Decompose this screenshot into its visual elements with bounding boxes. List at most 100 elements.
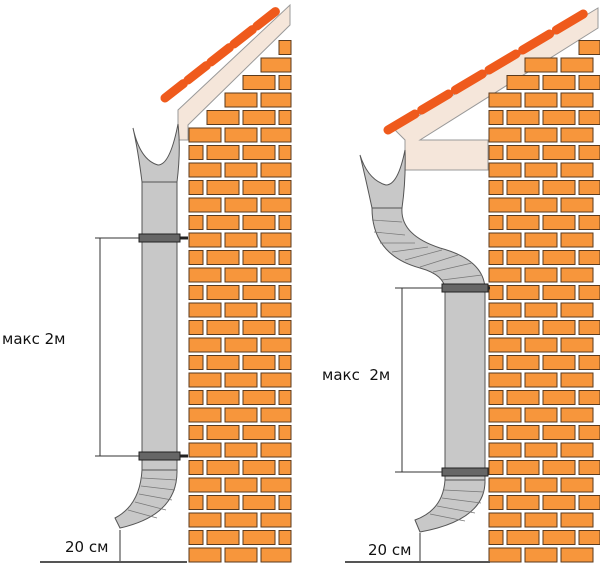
brick [242,320,276,335]
brick [188,127,222,143]
brick [224,127,258,143]
brick [224,442,258,458]
left-brick-wall [188,40,292,563]
roof-tile [383,109,420,135]
brick [506,250,540,265]
brick [578,145,600,160]
brick [524,232,558,248]
brick [542,390,576,405]
brick [524,92,558,108]
brick [206,215,240,230]
brick [242,460,276,475]
brick [488,232,522,248]
brick [542,320,576,335]
brick [188,530,204,545]
brick [506,180,540,195]
brick [524,127,558,143]
brick [560,57,594,73]
brick [188,215,204,230]
brick [278,180,292,195]
roof-tile [206,43,234,67]
brick [278,495,292,510]
brick [560,407,594,423]
brick [488,250,504,265]
brick [488,495,504,510]
brick [524,57,558,73]
brick [260,127,292,143]
roof-tile [484,49,521,75]
brick [542,425,576,440]
brick [260,372,292,388]
brick [560,197,594,213]
brick [542,180,576,195]
brick [560,512,594,528]
left-dimensions [40,237,187,563]
brick [488,267,522,283]
brick [506,390,540,405]
brick [206,425,240,440]
brick [206,495,240,510]
brick [488,425,504,440]
brick [278,390,292,405]
brick [506,530,540,545]
brick [188,232,222,248]
brick [188,442,222,458]
roof-tile [518,29,555,55]
brick [188,267,222,283]
brick [560,547,594,563]
brick [188,512,222,528]
brick [188,372,222,388]
brick [206,145,240,160]
brick [224,267,258,283]
brick [578,390,600,405]
brick [206,530,240,545]
brick [578,320,600,335]
brick [206,250,240,265]
brick [578,355,600,370]
brick [488,355,504,370]
brick [278,425,292,440]
brick [560,232,594,248]
brick [542,355,576,370]
brick [488,477,522,493]
brick [206,110,240,125]
brick [206,180,240,195]
brick [524,197,558,213]
right-downpipe [359,149,490,533]
brick [578,215,600,230]
brick [278,320,292,335]
brick [224,512,258,528]
brick [224,547,258,563]
brick [488,530,504,545]
brick [578,460,600,475]
brick [488,92,522,108]
right-brick-wall [488,40,600,563]
brick [242,110,276,125]
roof-tile [183,61,211,85]
brick [488,162,522,178]
brick [488,547,522,563]
brick [242,495,276,510]
brick [278,530,292,545]
brick [278,285,292,300]
brick [188,197,222,213]
brick [278,355,292,370]
brick [578,530,600,545]
brick [242,390,276,405]
brick [242,145,276,160]
brick [578,285,600,300]
brick [578,425,600,440]
brick [206,390,240,405]
brick [278,40,292,55]
clamp [138,451,181,461]
brick [560,267,594,283]
brick [488,215,504,230]
right-roof [383,7,599,171]
brick [560,302,594,318]
clamp [138,233,181,243]
brick [260,57,292,73]
brick [188,180,204,195]
brick [224,477,258,493]
brick [488,110,504,125]
